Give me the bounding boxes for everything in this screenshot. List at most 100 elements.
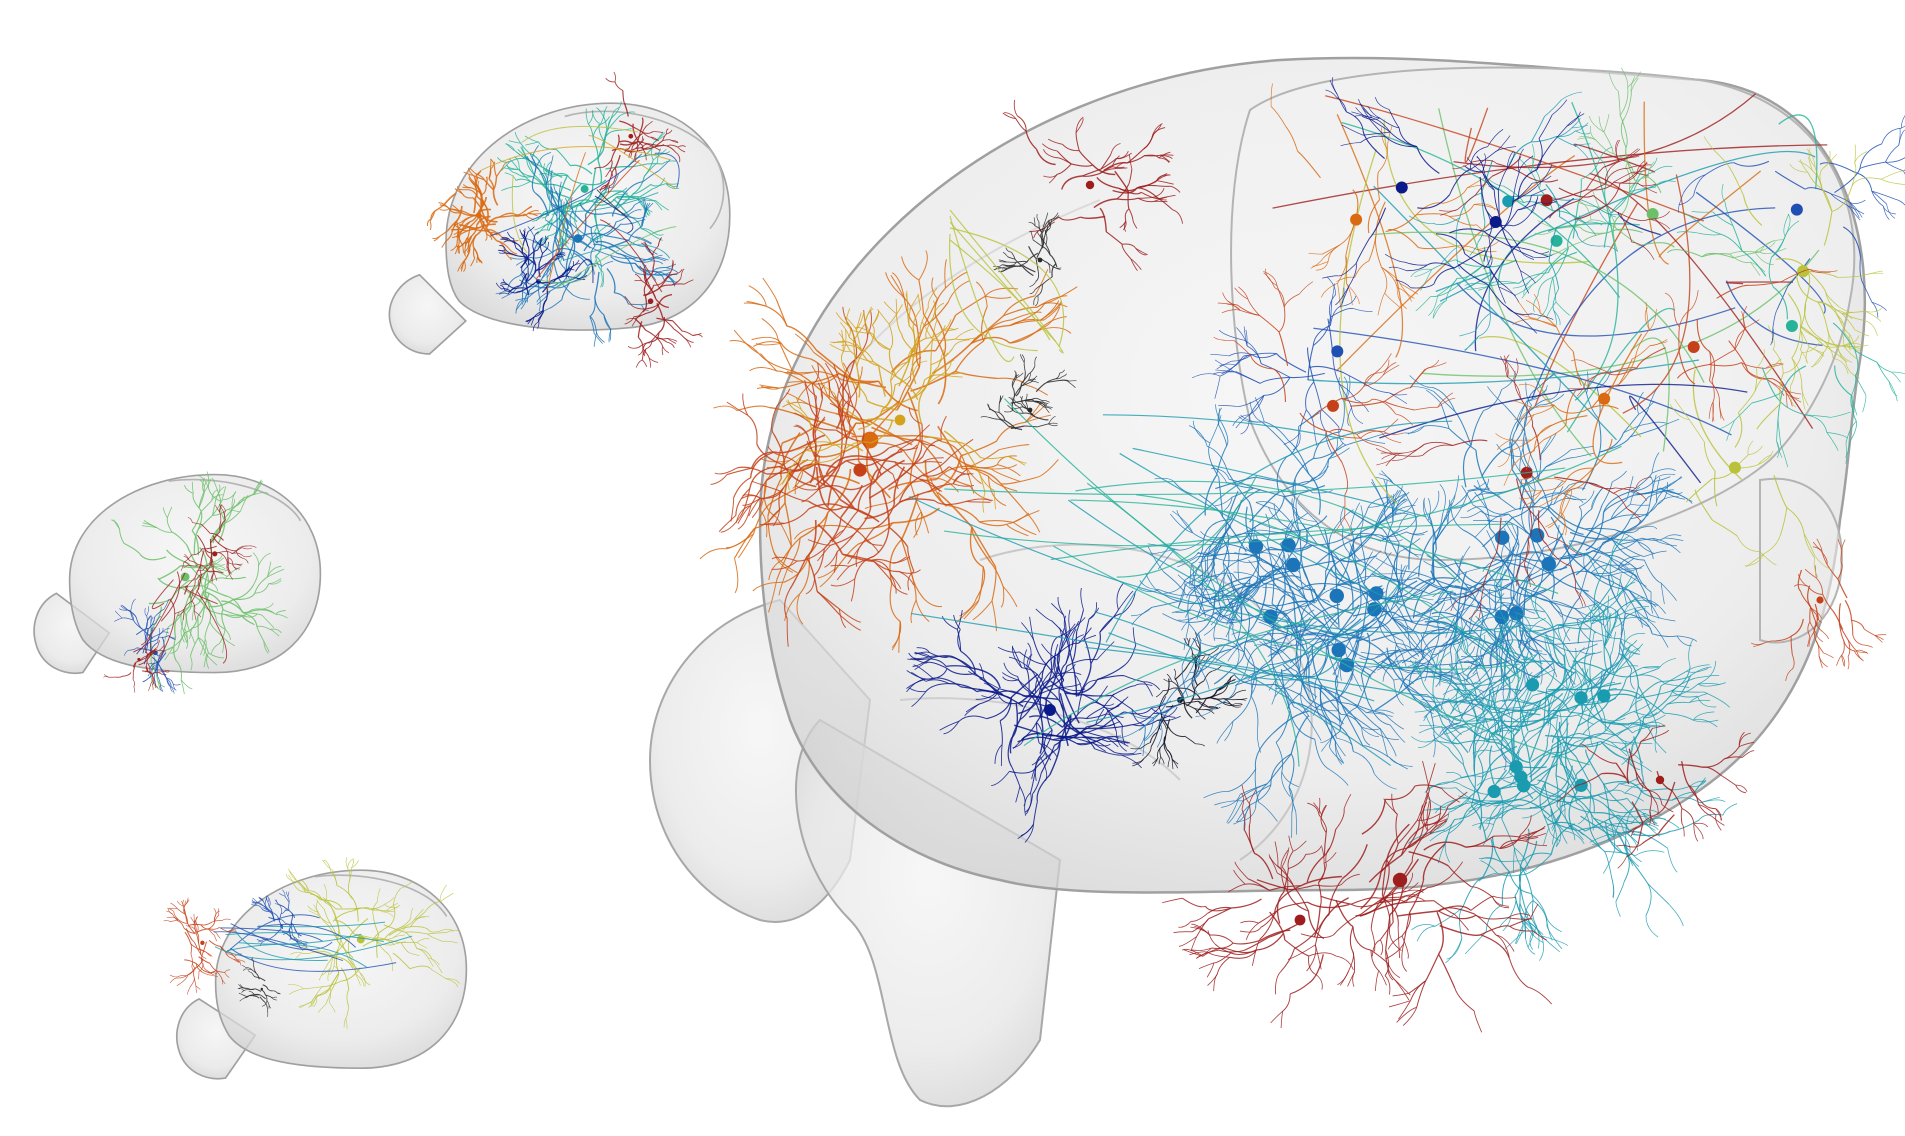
neurite-segment bbox=[1353, 575, 1384, 584]
neurite-segment bbox=[1270, 544, 1313, 552]
neurite-segment bbox=[1048, 423, 1058, 427]
neurite-segment bbox=[1398, 659, 1421, 669]
neurite-segment bbox=[1894, 198, 1905, 206]
neurite-segment bbox=[1557, 620, 1593, 626]
neurite-segment bbox=[1171, 680, 1181, 690]
neurite-segment bbox=[817, 544, 832, 562]
neurite-segment bbox=[1093, 198, 1117, 209]
neurite-segment bbox=[1581, 451, 1601, 491]
neurite-segment bbox=[1042, 661, 1053, 689]
neurite-segment bbox=[1244, 646, 1255, 673]
neurite-segment bbox=[1222, 516, 1247, 553]
neurite-segment bbox=[1399, 564, 1408, 586]
neurite-segment bbox=[864, 308, 874, 325]
neurite-segment bbox=[1397, 643, 1420, 657]
neurite-segment bbox=[833, 551, 838, 573]
neurite-segment bbox=[1185, 594, 1202, 618]
neurite-segment bbox=[1043, 149, 1057, 159]
neurite-segment bbox=[1090, 632, 1101, 665]
neurite-segment bbox=[784, 593, 800, 621]
neurite-segment bbox=[1551, 733, 1584, 747]
neuron-soma bbox=[1816, 596, 1824, 604]
neurite-segment bbox=[1068, 382, 1076, 389]
neurite-segment bbox=[1494, 609, 1523, 626]
neurite-segment bbox=[1493, 657, 1505, 691]
neurite-segment bbox=[1470, 895, 1494, 911]
neurite-segment bbox=[1111, 685, 1135, 696]
neurite-segment bbox=[766, 462, 799, 481]
neurite-segment bbox=[1334, 555, 1377, 563]
neurite-segment bbox=[1312, 648, 1327, 676]
neurite-segment bbox=[1059, 369, 1065, 374]
neurite-segment bbox=[841, 351, 850, 379]
neurite-segment bbox=[820, 383, 835, 394]
neurite-segment bbox=[833, 364, 842, 384]
neurite-segment bbox=[1624, 632, 1645, 644]
neurite-segment bbox=[1002, 676, 1019, 682]
neurite-segment bbox=[1033, 640, 1047, 665]
neurite-segment bbox=[1133, 725, 1146, 754]
neurite-segment bbox=[736, 405, 770, 412]
neurite-segment bbox=[1457, 546, 1471, 576]
neurite-segment bbox=[1529, 922, 1541, 935]
neurite-segment bbox=[1529, 723, 1545, 760]
neurite-segment bbox=[964, 703, 980, 717]
neurite-segment bbox=[1009, 328, 1042, 344]
neurite-segment bbox=[1638, 674, 1666, 685]
neurite-segment bbox=[1366, 709, 1394, 714]
neurite-segment bbox=[1387, 963, 1401, 978]
neurite-segment bbox=[1262, 608, 1288, 614]
neurite-segment bbox=[1682, 676, 1690, 692]
neurite-segment bbox=[784, 502, 792, 547]
neurite-segment bbox=[804, 379, 817, 397]
neurite-segment bbox=[1226, 589, 1253, 607]
neurite-segment bbox=[1139, 180, 1157, 188]
neurite-segment bbox=[1389, 485, 1403, 506]
neurite-segment bbox=[842, 400, 849, 417]
neurite-segment bbox=[1116, 184, 1130, 200]
neurite-segment bbox=[1245, 922, 1259, 940]
neurite-segment bbox=[1440, 683, 1451, 711]
neurite-segment bbox=[945, 504, 980, 523]
neurite-segment bbox=[817, 523, 844, 555]
neurite-segment bbox=[1280, 590, 1306, 600]
neurite-segment bbox=[1482, 838, 1494, 878]
neuron-soma bbox=[1329, 588, 1344, 604]
neurite-segment bbox=[1488, 584, 1522, 595]
neurite-segment bbox=[1496, 799, 1515, 817]
neurite-segment bbox=[792, 468, 804, 489]
neurite-segment bbox=[1258, 910, 1278, 924]
neurite-segment bbox=[900, 493, 920, 541]
neurite-segment bbox=[1448, 635, 1472, 646]
neurite-segment bbox=[1526, 928, 1544, 943]
neurite-segment bbox=[1234, 644, 1240, 670]
neurite-segment bbox=[870, 559, 892, 575]
neurite-segment bbox=[1446, 680, 1465, 695]
neurite-segment bbox=[1361, 609, 1391, 628]
neurite-segment bbox=[1632, 773, 1644, 809]
neurite-segment bbox=[1336, 571, 1364, 586]
neurite-segment bbox=[1815, 640, 1820, 656]
neurite-segment bbox=[1528, 552, 1554, 577]
neurite-segment bbox=[817, 382, 823, 399]
neurite-segment bbox=[1258, 801, 1278, 822]
neurite-segment bbox=[1177, 574, 1199, 586]
neurite-segment bbox=[998, 444, 1030, 451]
neurite-segment bbox=[1339, 402, 1345, 433]
neurite-segment bbox=[1643, 695, 1671, 719]
neurite-segment bbox=[1354, 703, 1384, 714]
neurite-segment bbox=[1135, 248, 1148, 256]
neurite-segment bbox=[1161, 715, 1172, 732]
neurite-segment bbox=[1042, 400, 1048, 406]
neurite-segment bbox=[1652, 538, 1677, 547]
neurite-segment bbox=[1384, 507, 1400, 543]
neurite-segment bbox=[939, 720, 960, 731]
neurite-segment bbox=[1041, 221, 1046, 233]
neurite-segment bbox=[1436, 911, 1444, 955]
neurite-segment bbox=[1584, 814, 1618, 832]
neurite-segment bbox=[1686, 668, 1709, 673]
neurite-segment bbox=[748, 497, 761, 517]
neurite-segment bbox=[1453, 645, 1464, 674]
neurite-segment bbox=[916, 326, 921, 368]
neurite-segment bbox=[1513, 847, 1515, 873]
